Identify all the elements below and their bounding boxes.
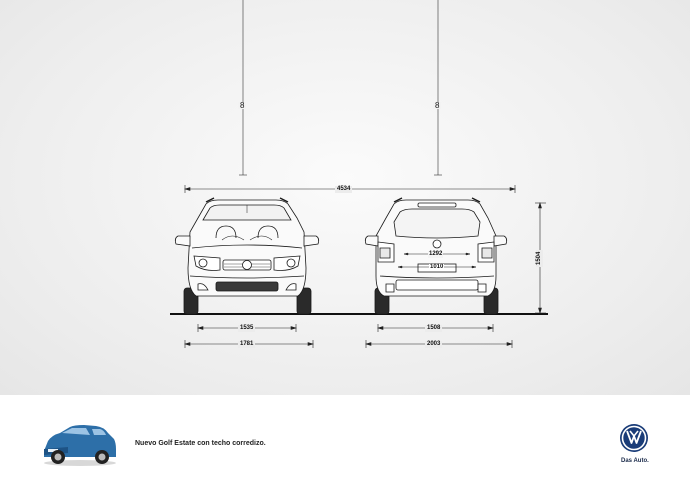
blueprint-area: 8 8 4534 1504 1535 1781 1508 2003 1292 1… xyxy=(0,0,690,395)
height-label: 1504 xyxy=(536,249,543,267)
hatch-opening-top-label: 1292 xyxy=(428,251,444,258)
overall-length-label: 4534 xyxy=(335,186,353,193)
front-width-label: 1781 xyxy=(238,341,256,348)
front-track-label: 1535 xyxy=(238,325,256,332)
brand-slogan: Das Auto. xyxy=(621,458,649,464)
car-front-view xyxy=(174,197,320,315)
car-thumbnail-image xyxy=(44,425,116,466)
hanging-mark-right: 8 xyxy=(433,101,442,110)
rear-track-label: 1508 xyxy=(425,325,443,332)
bottom-dimensions xyxy=(183,324,514,348)
car-rear-view xyxy=(364,197,508,315)
hanging-mark-left: 8 xyxy=(238,101,247,110)
vw-logo xyxy=(620,424,648,452)
blueprint-drawing xyxy=(170,0,548,348)
tagline-text: Nuevo Golf Estate con techo corredizo. xyxy=(135,440,266,447)
rear-width-label: 2003 xyxy=(425,341,443,348)
footer-bar: Nuevo Golf Estate con techo corredizo. D… xyxy=(0,395,690,488)
hatch-opening-bottom-label: 1010 xyxy=(429,264,445,271)
